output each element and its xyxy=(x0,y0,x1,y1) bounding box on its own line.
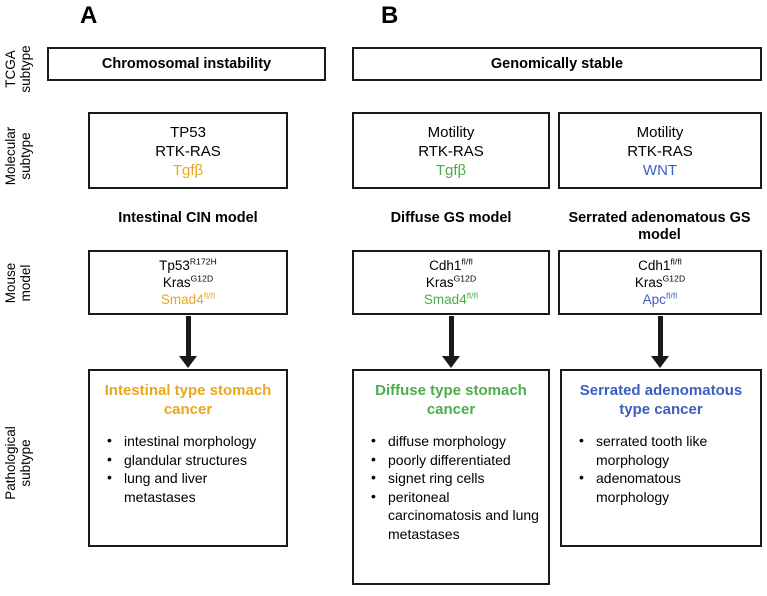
mouse-model-gene-superscript: fl/fl xyxy=(466,290,479,301)
tcga-subtype-box-b: Genomically stable xyxy=(352,47,762,81)
mouse-model-gene: Cdh1fl/fl xyxy=(638,256,682,273)
molecular-pathway-accent: Tgfβ xyxy=(435,161,467,179)
molecular-pathway-accent: Tgfβ xyxy=(172,161,204,179)
molecular-subtype-box-a: TP53 RTK-RAS Tgfβ xyxy=(88,112,288,189)
mouse-model-gene-superscript: G12D xyxy=(453,273,477,284)
mouse-model-gene: Cdh1fl/fl xyxy=(429,256,473,273)
mouse-model-gene-superscript: fl/fl xyxy=(203,290,216,301)
molecular-pathway-item: TP53 xyxy=(170,123,206,141)
pathological-feature-item: peritoneal carcinomatosis and lung metas… xyxy=(363,487,539,544)
model-caption-b1: Diffuse GS model xyxy=(390,210,512,226)
pathological-heading-b1: Diffuse type stomach cancer xyxy=(375,382,527,418)
row-label-mouse-model: Mouse model xyxy=(3,262,33,304)
pathological-feature-item: glandular structures xyxy=(99,450,277,470)
mouse-model-gene: Apcfl/fl xyxy=(642,290,678,307)
arrow-down-icon-a xyxy=(179,316,197,368)
mouse-model-gene: KrasG12D xyxy=(162,273,214,290)
pathological-feature-item: adenomatous morphology xyxy=(571,468,751,506)
arrow-down-icon-b1 xyxy=(442,316,460,368)
mouse-model-gene: Tp53R172H xyxy=(159,256,217,273)
panel-letter-a: A xyxy=(80,2,98,29)
model-caption-b2: Serrated adenomatous GS model xyxy=(568,210,751,244)
model-caption-a: Intestinal CIN model xyxy=(118,210,258,226)
pathological-feature-item: serrated tooth like morphology xyxy=(571,431,751,469)
pathological-subtype-box-b2: Serrated adenomatous type cancer serrate… xyxy=(560,369,762,547)
mouse-model-gene: KrasG12D xyxy=(425,273,477,290)
pathological-heading-a: Intestinal type stomach cancer xyxy=(104,382,272,418)
molecular-pathway-item: Motility xyxy=(427,123,475,141)
molecular-pathway-item: Motility xyxy=(636,123,684,141)
mouse-model-gene-superscript: fl/fl xyxy=(665,290,678,301)
mouse-model-gene-superscript: G12D xyxy=(190,273,214,284)
tcga-subtype-box-a: Chromosomal instability xyxy=(47,47,326,81)
molecular-pathway-item: RTK-RAS xyxy=(155,142,221,160)
mouse-model-gene: KrasG12D xyxy=(634,273,686,290)
arrow-down-icon-b2 xyxy=(651,316,669,368)
mouse-model-gene-superscript: R172H xyxy=(189,256,217,267)
pathological-feature-item: lung and liver metastases xyxy=(99,468,277,506)
mouse-model-gene: Smad4fl/fl xyxy=(160,290,216,307)
molecular-subtype-box-b1: Motility RTK-RAS Tgfβ xyxy=(352,112,550,189)
pathological-feature-list-b1: diffuse morphologypoorly differentiateds… xyxy=(363,431,539,544)
tcga-subtype-label-a: Chromosomal instability xyxy=(101,55,272,72)
pathological-feature-item: intestinal morphology xyxy=(99,431,277,451)
pathological-feature-list-b2: serrated tooth like morphologyadenomatou… xyxy=(571,431,751,506)
molecular-pathway-item: RTK-RAS xyxy=(418,142,484,160)
row-label-molecular-subtype: Molecular subtype xyxy=(3,126,33,186)
pathological-feature-item: signet ring cells xyxy=(363,468,539,488)
pathological-feature-item: diffuse morphology xyxy=(363,431,539,451)
pathological-heading-b2: Serrated adenomatous type cancer xyxy=(579,382,743,418)
molecular-pathway-item: RTK-RAS xyxy=(627,142,693,160)
pathological-subtype-box-a: Intestinal type stomach cancer intestina… xyxy=(88,369,288,547)
pathological-feature-item: poorly differentiated xyxy=(363,450,539,470)
mouse-model-gene-superscript: fl/fl xyxy=(461,256,473,267)
pathological-feature-list-a: intestinal morphologyglandular structure… xyxy=(99,431,277,506)
mouse-model-gene: Smad4fl/fl xyxy=(423,290,479,307)
pathological-subtype-box-b1: Diffuse type stomach cancer diffuse morp… xyxy=(352,369,550,585)
mouse-model-gene-superscript: fl/fl xyxy=(670,256,682,267)
molecular-subtype-box-b2: Motility RTK-RAS WNT xyxy=(558,112,762,189)
tcga-subtype-label-b: Genomically stable xyxy=(490,55,624,72)
mouse-model-gene-superscript: G12D xyxy=(662,273,686,284)
row-label-pathological-subtype: Pathological subtype xyxy=(3,426,33,500)
panel-letter-b: B xyxy=(381,2,399,29)
molecular-pathway-accent: WNT xyxy=(642,161,678,179)
